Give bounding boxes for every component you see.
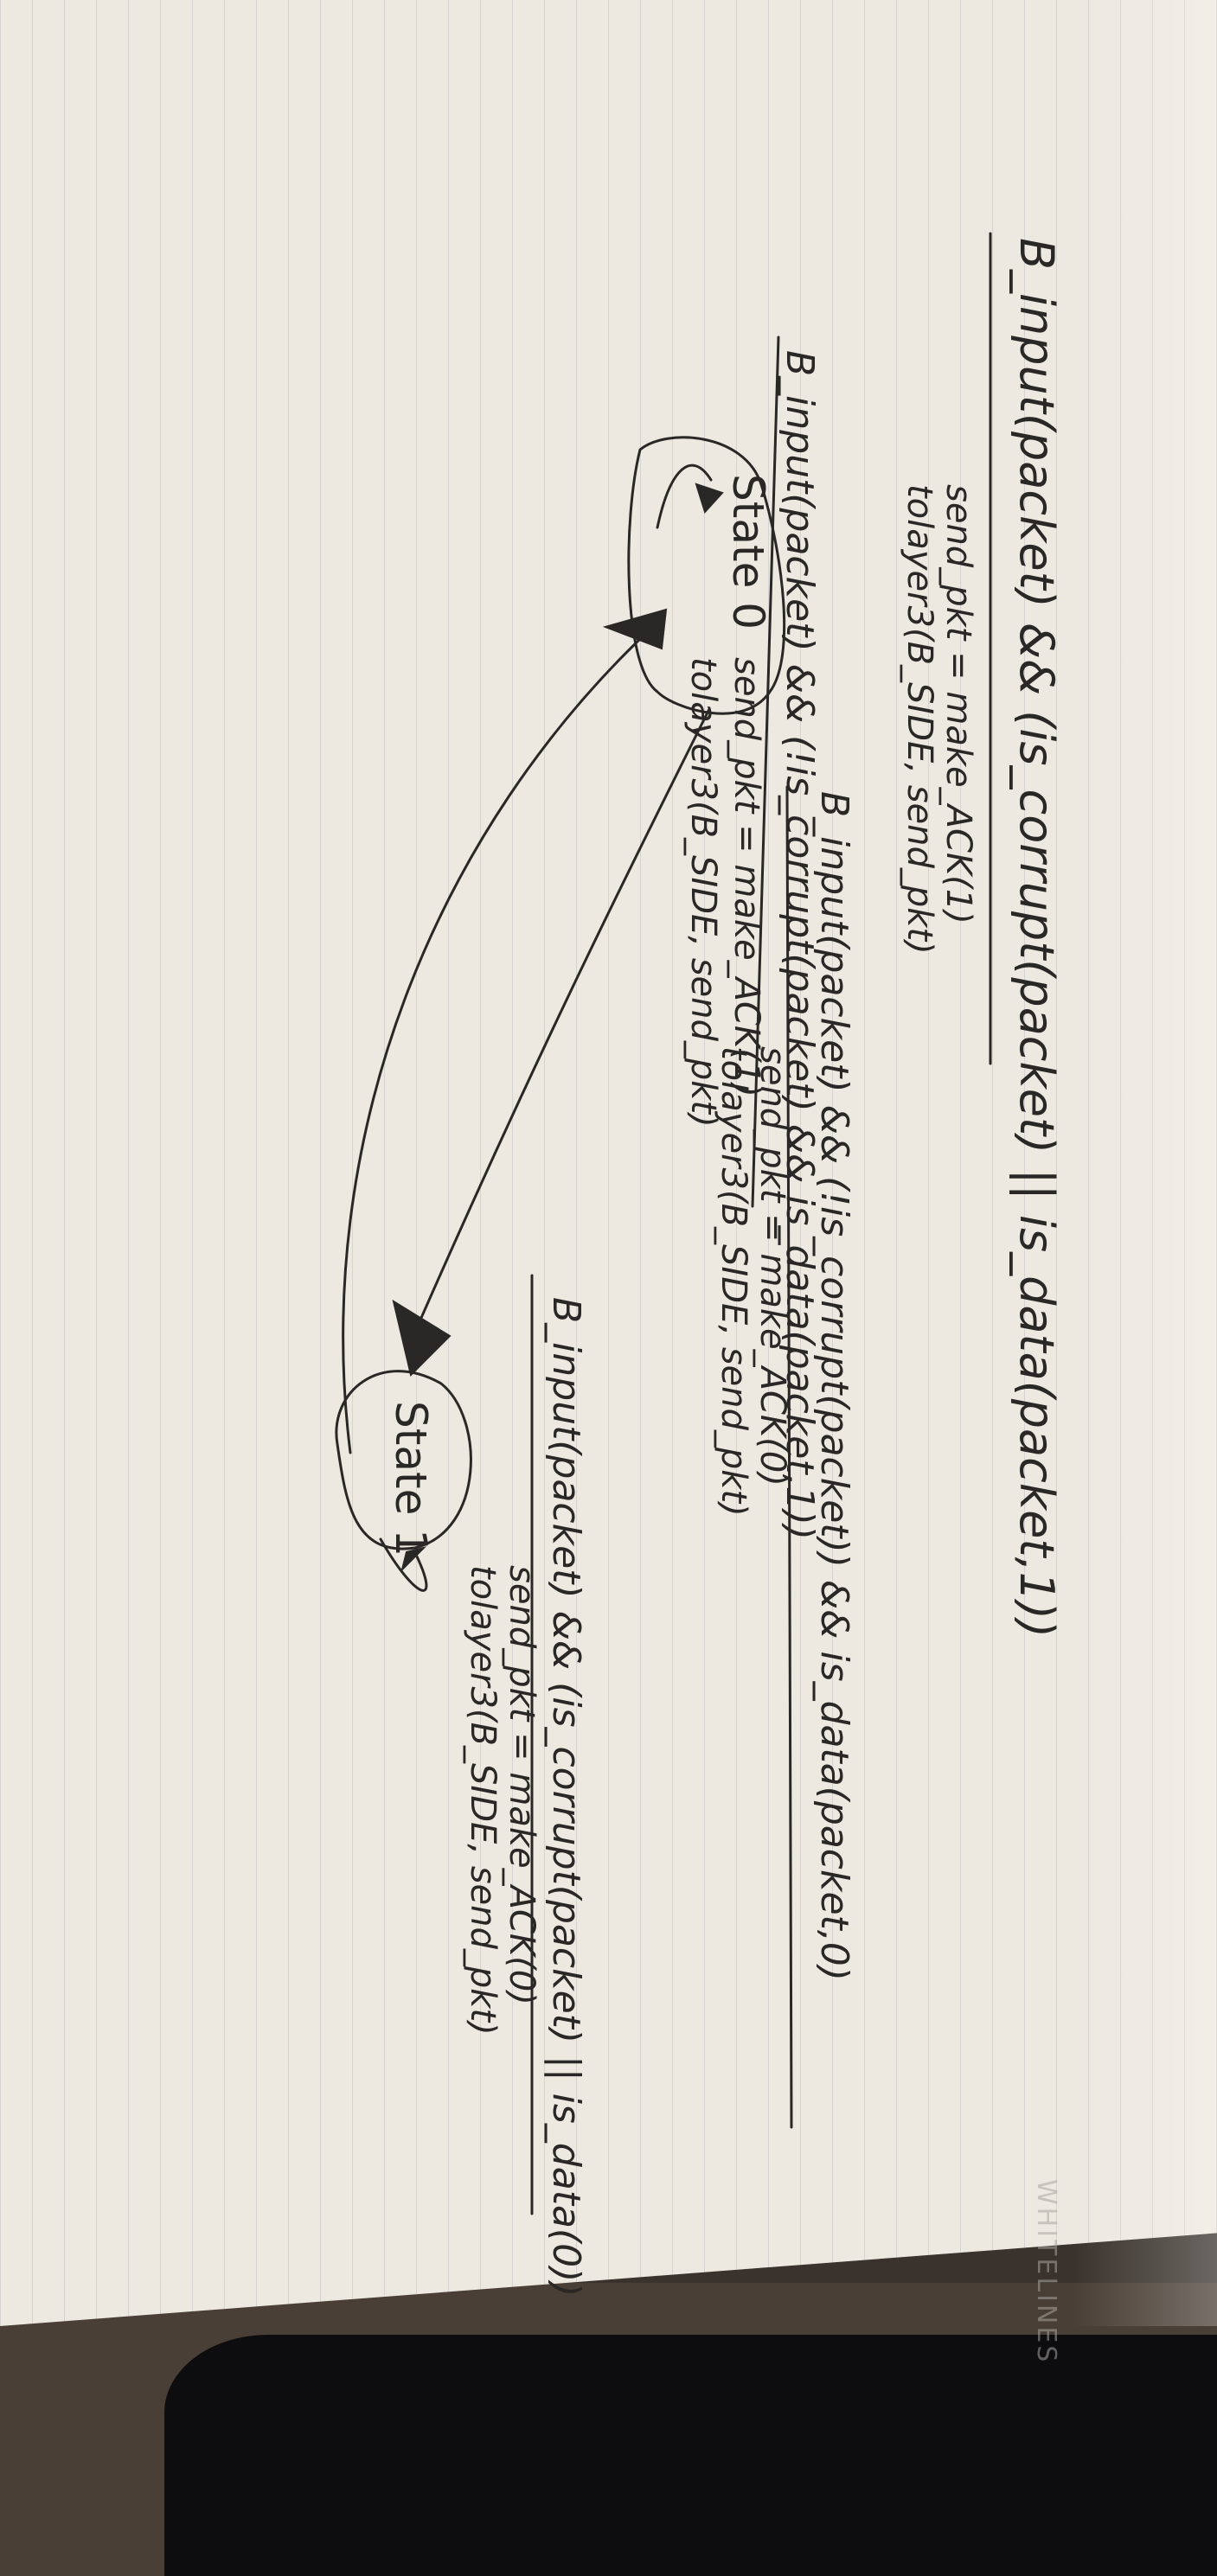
state-0-node: State 0 [627,436,786,715]
paper-sheet [0,0,1217,2326]
state-0-label: State 0 [723,474,773,630]
self-loop-1-curve [379,1537,428,1592]
guard-underline-1-to-0 [751,336,780,1208]
self-loop-0-curve [656,463,713,529]
edge-0-to-1-arrowhead [392,1299,452,1377]
self-loop-1-arrowhead [400,1546,427,1573]
guard-self-0: B_input(packet) && (is_corrupt(packet) |… [1009,238,1064,1638]
self-loop-state-1 [379,1537,428,1592]
action-1-to-0-line2: tolayer3(B_SIDE, send_pkt) [683,657,723,1128]
action-0-to-1-line1: send_pkt = make_ACK(0) [753,1046,792,1486]
action-self-1-line1: send_pkt = make_ACK(0) [502,1565,541,2005]
action-self-0-line1: send_pkt = make_ACK(1) [938,484,978,924]
self-loop-state-0 [656,463,724,529]
action-0-to-1-line2: tolayer3(B_SIDE, send_pkt) [714,1046,753,1517]
transition-1-to-0 [342,608,668,1454]
label-0-to-1: B_input(packet) && (!is_corrupt(packet))… [714,785,856,2129]
state-1-node: State 1 [335,1370,472,1556]
action-1-to-0-line1: send_pkt = make_ACK(1) [727,657,766,1097]
guard-underline-0-to-1 [785,785,793,2129]
label-1-to-0: B_input(packet) && (!is_corrupt(packet) … [683,336,822,1540]
transition-0-to-1 [392,707,711,1377]
self-loop-0-arrowhead [695,483,724,514]
guard-0-to-1: B_input(packet) && (!is_corrupt(packet))… [812,791,856,1981]
state-1-outline [335,1370,472,1550]
guard-1-to-0: B_input(packet) && (!is_corrupt(packet) … [778,350,822,1540]
paper-brand-watermark: WHITELINES [1031,2179,1061,2364]
guard-self-1: B_input(packet) && (is_corrupt(packet) |… [544,1297,588,2297]
action-self-0-line2: tolayer3(B_SIDE, send_pkt) [900,484,939,955]
label-self-loop-1: B_input(packet) && (is_corrupt(packet) |… [463,1274,588,2297]
state-1-label: State 1 [386,1401,436,1556]
edge-1-to-0-arrowhead [602,608,668,650]
edge-1-to-0 [342,621,659,1454]
edge-0-to-1 [413,707,711,1333]
label-self-loop-0: B_input(packet) && (is_corrupt(packet) |… [900,232,1064,1638]
action-self-1-line2: tolayer3(B_SIDE, send_pkt) [463,1565,503,2036]
dark-cloth [164,2335,1217,2576]
state-0-outline [627,436,786,715]
